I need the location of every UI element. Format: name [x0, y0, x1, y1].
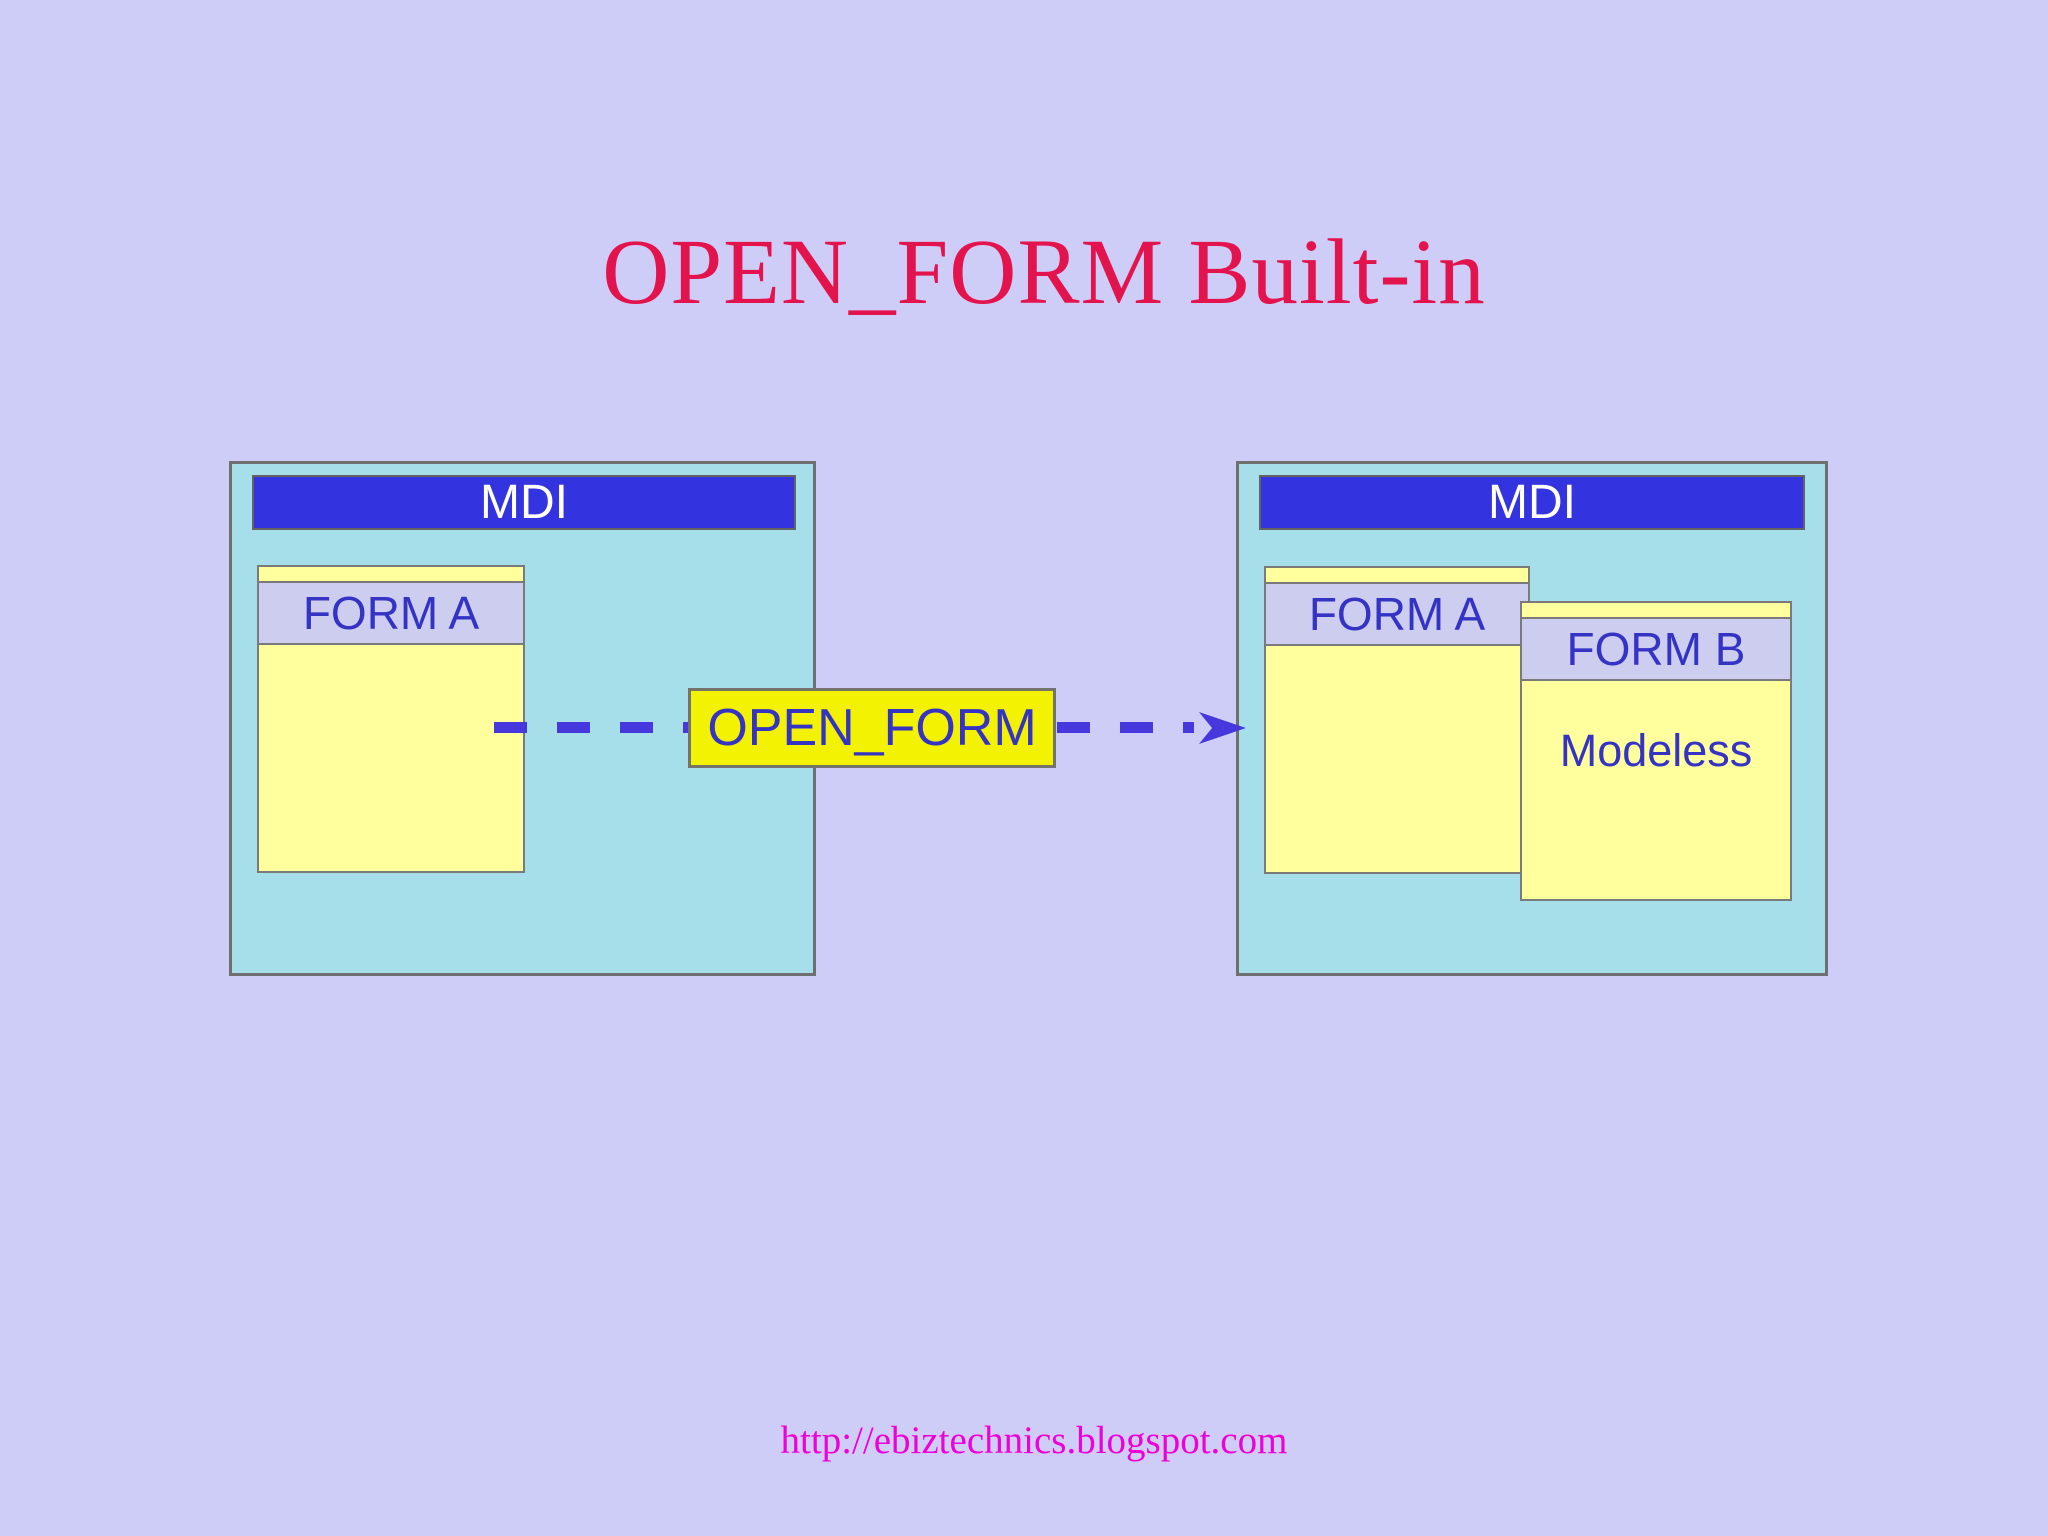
right-mdi-window: MDI FORM A FORM B Modeless [1236, 461, 1828, 976]
left-mdi-title: MDI [480, 476, 568, 529]
right-form-a-top-strip [1266, 568, 1528, 584]
form-b-window: FORM B Modeless [1520, 601, 1792, 901]
left-form-a-top-strip [259, 567, 523, 583]
dashed-line-left [494, 722, 688, 733]
left-mdi-titlebar: MDI [252, 475, 796, 530]
right-form-a-window: FORM A [1264, 566, 1530, 874]
right-form-a-body [1266, 646, 1528, 872]
dashed-line-right [1057, 722, 1194, 733]
right-form-a-titlebar: FORM A [1266, 584, 1528, 646]
form-b-top-strip [1522, 603, 1790, 619]
right-form-a-title: FORM A [1308, 588, 1486, 640]
arrowhead-icon [1199, 711, 1247, 750]
left-form-a-title: FORM A [302, 587, 480, 639]
left-form-a-titlebar: FORM A [259, 583, 523, 645]
open-form-connector: OPEN_FORM [688, 688, 1056, 768]
form-b-title: FORM B [1566, 623, 1746, 675]
form-b-body: Modeless [1522, 681, 1790, 899]
form-b-titlebar: FORM B [1522, 619, 1790, 681]
left-mdi-window: MDI FORM A [229, 461, 816, 976]
modeless-text: Modeless [1559, 725, 1753, 776]
right-mdi-title: MDI [1488, 476, 1576, 529]
left-form-a-body [259, 645, 523, 871]
left-form-a-window: FORM A [257, 565, 525, 873]
right-mdi-titlebar: MDI [1259, 475, 1805, 530]
open-form-connector-label: OPEN_FORM [707, 699, 1037, 757]
footer-url: http://ebiztechnics.blogspot.com [780, 1419, 1288, 1462]
slide-title: OPEN_FORM Built-in [602, 221, 1486, 324]
